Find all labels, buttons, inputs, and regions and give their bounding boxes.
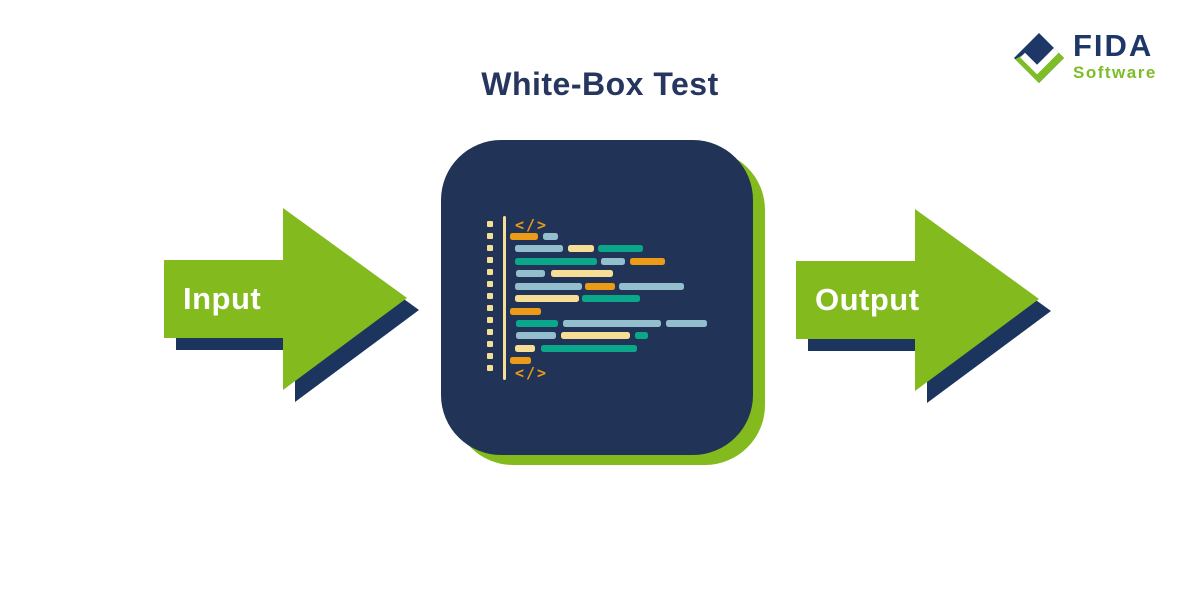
check-icon bbox=[1020, 47, 1059, 75]
code-bar bbox=[487, 269, 493, 275]
output-arrow-label: Output bbox=[815, 282, 920, 317]
code-bar bbox=[635, 332, 648, 339]
code-bar bbox=[487, 233, 493, 239]
code-bar bbox=[543, 233, 558, 240]
code-bar bbox=[510, 233, 538, 240]
code-bar bbox=[561, 332, 630, 339]
logo-text: FIDA Software bbox=[1073, 30, 1157, 83]
logo: FIDA Software bbox=[1012, 30, 1157, 85]
page-title: White-Box Test bbox=[481, 66, 719, 102]
code-bar bbox=[487, 353, 493, 359]
code-bar bbox=[516, 320, 558, 327]
code-bar bbox=[487, 293, 493, 299]
code-bar bbox=[503, 216, 506, 380]
code-bar bbox=[551, 270, 613, 277]
code-bar bbox=[619, 283, 684, 290]
code-bar bbox=[487, 317, 493, 323]
code-bar bbox=[582, 295, 640, 302]
code-bar bbox=[487, 281, 493, 287]
code-bar bbox=[541, 345, 637, 352]
code-bar bbox=[666, 320, 707, 327]
code-bar bbox=[487, 365, 493, 371]
input-arrow: Input bbox=[164, 208, 420, 403]
code-bar bbox=[487, 305, 493, 311]
right-arrow-icon bbox=[164, 208, 419, 402]
code-bar bbox=[487, 221, 493, 227]
code-close-tag-icon: </> bbox=[515, 364, 548, 382]
code-bar bbox=[487, 257, 493, 263]
code-lines bbox=[487, 216, 707, 380]
code-bar bbox=[487, 329, 493, 335]
code-bar bbox=[515, 345, 535, 352]
code-bar bbox=[563, 320, 661, 327]
code-bar bbox=[585, 283, 615, 290]
code-open-tag-icon: </> bbox=[515, 216, 548, 234]
code-bar bbox=[487, 245, 493, 251]
code-bar bbox=[515, 283, 582, 290]
code-bar bbox=[516, 270, 545, 277]
code-bar bbox=[510, 357, 531, 364]
code-bar bbox=[568, 245, 594, 252]
logo-checkmark-icon bbox=[1013, 32, 1065, 84]
logo-name: FIDA bbox=[1073, 28, 1154, 63]
logo-subtitle: Software bbox=[1073, 63, 1157, 82]
code-bar bbox=[515, 295, 579, 302]
arrow-body bbox=[796, 209, 1039, 391]
code-bar bbox=[510, 308, 541, 315]
code-icon: </> </> bbox=[487, 216, 707, 382]
arrow-body bbox=[164, 208, 407, 390]
box-face: </> </> bbox=[441, 140, 753, 455]
white-box-test-box: </> </> bbox=[441, 140, 767, 467]
right-arrow-icon bbox=[796, 209, 1051, 403]
code-bar bbox=[515, 245, 563, 252]
code-bar bbox=[487, 341, 493, 347]
output-arrow: Output bbox=[796, 209, 1052, 404]
code-bar bbox=[601, 258, 625, 265]
code-bar bbox=[515, 258, 597, 265]
code-bar bbox=[630, 258, 665, 265]
code-bar bbox=[598, 245, 643, 252]
code-bar bbox=[516, 332, 556, 339]
input-arrow-label: Input bbox=[183, 281, 262, 316]
